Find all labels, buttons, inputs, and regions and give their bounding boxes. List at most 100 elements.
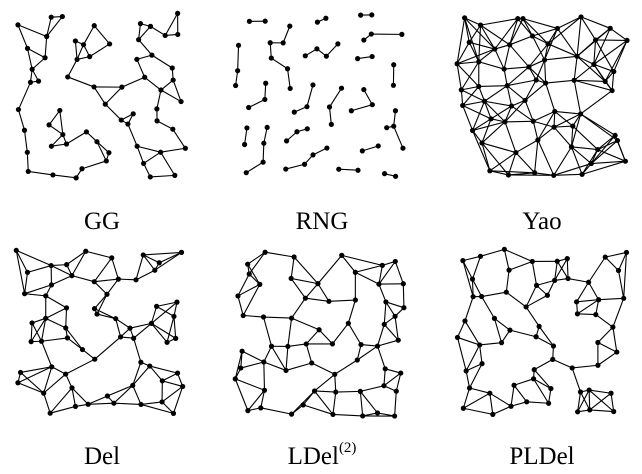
graph-yao-edge — [517, 18, 533, 37]
graph-pldel-edge — [465, 370, 471, 389]
graph-gg-node — [169, 65, 175, 71]
graph-yao-edge — [597, 134, 616, 151]
graph-pldel-node — [593, 311, 599, 318]
graph-yao-edge — [574, 79, 606, 82]
graph-pldel-edge — [598, 297, 624, 301]
graph-yao-edge — [478, 61, 505, 70]
graph-yao-edge — [522, 18, 549, 45]
graph-ldel-node — [288, 275, 294, 282]
graph-ldel-edge — [383, 323, 399, 341]
graph-gg-edge — [150, 25, 166, 36]
graph-gg-node — [50, 172, 56, 178]
graph-yao-edge — [481, 142, 491, 171]
graph-del-edge — [87, 395, 108, 405]
graph-gg-edge — [138, 25, 151, 40]
graph-ldel-edge — [247, 389, 265, 411]
graph-pldel-edge — [577, 313, 596, 316]
graph-ldel-edge — [237, 283, 261, 297]
graph-yao-node — [614, 137, 621, 144]
graph-ldel-edge — [332, 413, 363, 417]
graph-del-edge — [43, 392, 51, 414]
graph-del-node — [138, 401, 144, 408]
graph-yao-edge — [590, 135, 616, 164]
graph-del-edge — [161, 401, 174, 414]
graph-pldel-node — [614, 349, 620, 355]
graph-del-node — [85, 401, 91, 407]
graph-gg-node — [83, 129, 90, 135]
graph-yao-edge — [484, 100, 506, 123]
graph-pldel-edge — [462, 387, 471, 409]
graph-del-edge — [93, 281, 108, 295]
graph-ldel-node — [246, 271, 252, 277]
graph-yao-edge — [591, 160, 626, 165]
graph-panel-ldel — [222, 238, 422, 428]
graph-ldel-node — [257, 281, 263, 287]
graph-yao-edge — [545, 79, 575, 84]
graph-gg-node — [48, 14, 54, 20]
graph-yao-edge — [570, 146, 583, 175]
graph-gg-edge — [66, 131, 87, 145]
graph-gg-node — [24, 149, 30, 155]
graph-yao-node — [578, 14, 584, 20]
graph-pldel-node — [491, 315, 498, 321]
graph-gg-edge — [172, 79, 182, 102]
graph-ldel-edge — [394, 316, 399, 341]
graph-gg-node — [27, 79, 34, 85]
graph-pldel-edge — [464, 320, 481, 346]
graph-del-edge — [30, 322, 33, 342]
graph-del-edge — [65, 358, 96, 375]
graph-ldel-edge — [318, 329, 333, 345]
graph-pldel-edge — [479, 344, 483, 364]
graph-rng-node — [267, 40, 273, 46]
graph-ldel-edge — [262, 316, 273, 347]
graph-ldel-edge — [328, 299, 356, 302]
graph-pldel-edge — [471, 278, 483, 297]
graph-del-node — [148, 320, 155, 326]
graph-del-edge — [111, 257, 119, 280]
graph-ldel-edge — [383, 372, 402, 387]
graph-gg-edge — [44, 36, 48, 58]
graph-gg-node — [46, 122, 52, 128]
graph-ldel-edge — [355, 271, 380, 285]
graph-yao-edge — [503, 44, 511, 70]
graph-gg-node — [154, 118, 160, 124]
graph-yao-edge — [580, 90, 613, 115]
graph-ldel-node — [381, 383, 387, 389]
graph-yao-edge — [524, 82, 547, 101]
graph-pldel-node — [574, 299, 580, 305]
graph-del-edge — [20, 372, 45, 394]
graph-yao-node — [508, 103, 515, 109]
graph-yao-edge — [532, 27, 558, 37]
graph-yao-edge — [480, 24, 496, 50]
graph-yao-edge — [490, 105, 512, 120]
graph-panel-gg — [2, 2, 202, 188]
graph-del-node — [15, 380, 21, 386]
graph-rng-edge — [363, 89, 373, 105]
graph-yao-edge — [573, 63, 595, 81]
graph-rng-edge — [351, 104, 373, 112]
graph-yao-node — [469, 127, 476, 134]
graph-yao-edge — [484, 85, 508, 102]
graph-pldel-edge — [618, 252, 627, 271]
graph-del-node — [17, 369, 24, 376]
graph-del-edge — [158, 251, 182, 264]
graph-rng-node — [392, 173, 399, 179]
graph-ldel-edge — [347, 323, 362, 345]
graph-yao-node — [622, 158, 628, 164]
graph-del-edge — [106, 278, 119, 295]
graph-yao-edge — [489, 152, 517, 172]
graph-rng-node — [304, 104, 310, 110]
graph-pldel-node — [595, 339, 601, 346]
graph-rng-node — [400, 145, 406, 151]
graph-del-node — [69, 385, 75, 391]
graph-yao-node — [611, 68, 617, 75]
graph-pldel-edge — [513, 384, 528, 403]
graph-del-node — [94, 311, 100, 317]
graph-ldel-node — [285, 343, 291, 350]
graph-rng-node — [361, 37, 367, 43]
graph-pldel-edge — [525, 306, 540, 327]
graph-yao-node — [552, 108, 558, 115]
graph-pldel-node — [586, 387, 592, 393]
graph-gg-node — [74, 56, 80, 63]
graph-yao-edge — [537, 111, 556, 141]
